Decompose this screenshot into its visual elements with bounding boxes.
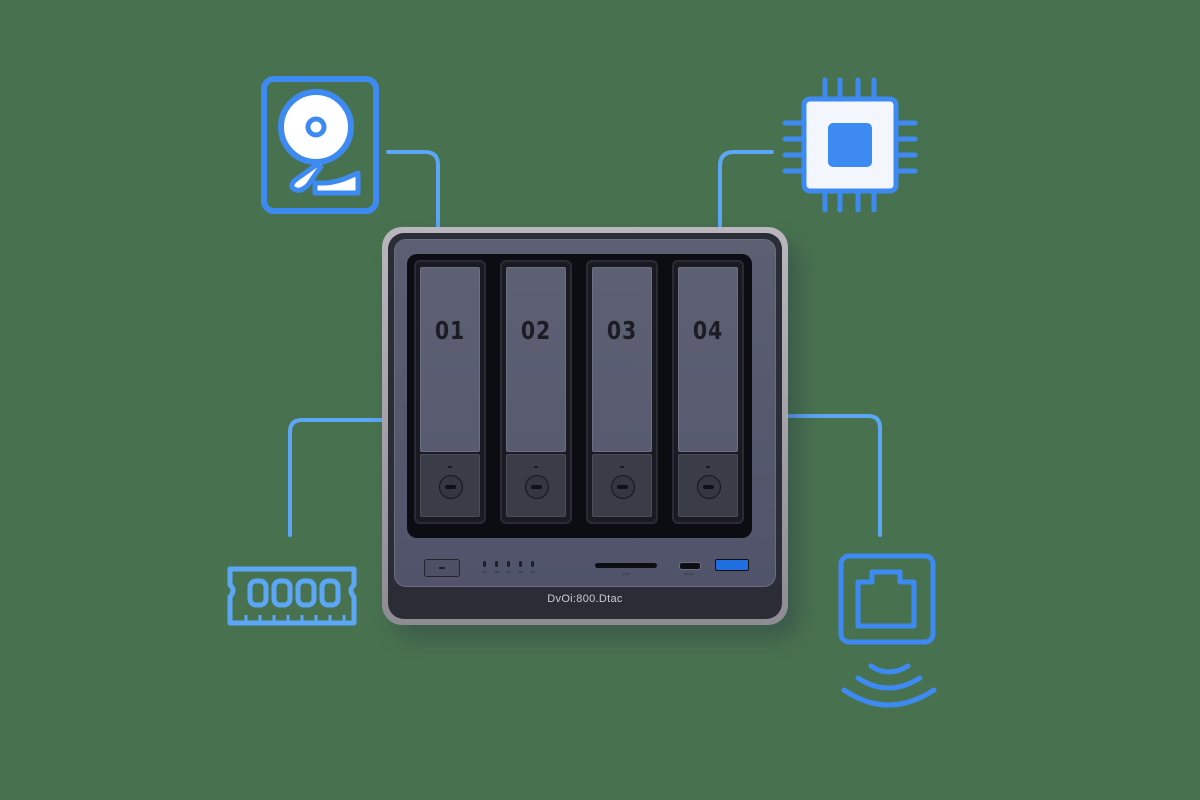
hdd-connector-line [386,150,440,230]
tray-handle[interactable] [506,454,566,517]
usb-a-port[interactable] [715,559,749,571]
nas-front-panel: 01 02 03 04 [394,239,776,587]
status-led [507,561,510,567]
drive-tray-02[interactable]: 02 [500,260,572,524]
tray-label: 01 [434,316,466,345]
nas-device: 01 02 03 04 [382,227,788,625]
ethernet-wireless-icon [838,553,937,708]
front-io-panel [394,551,776,585]
status-led [495,561,498,567]
drive-tray-03[interactable]: 03 [586,260,658,524]
cpu-connector-line [718,150,774,230]
lock-icon[interactable] [611,475,635,499]
cpu-chip-icon [782,77,918,213]
ram-connector-line [288,418,384,537]
tray-handle[interactable] [592,454,652,517]
sd-card-slot[interactable] [595,563,657,568]
status-led [519,561,522,567]
tray-handle[interactable] [420,454,480,517]
lock-icon[interactable] [525,475,549,499]
tray-label: 04 [692,316,724,345]
drive-tray-01[interactable]: 01 [414,260,486,524]
tray-handle[interactable] [678,454,738,517]
ram-module-icon [227,566,357,626]
tray-label: 02 [520,316,552,345]
tray-label: 03 [606,316,638,345]
power-button[interactable] [424,559,460,577]
lock-icon[interactable] [697,475,721,499]
lock-icon[interactable] [439,475,463,499]
brand-label: DvOi:800.Dtac [547,593,623,605]
usb-c-port[interactable] [679,562,701,570]
ethernet-connector-line [786,414,882,537]
drive-bay-frame: 01 02 03 04 [407,254,752,538]
hard-drive-icon [261,76,379,214]
drive-tray-04[interactable]: 04 [672,260,744,524]
status-led [483,561,486,567]
status-led [531,561,534,567]
